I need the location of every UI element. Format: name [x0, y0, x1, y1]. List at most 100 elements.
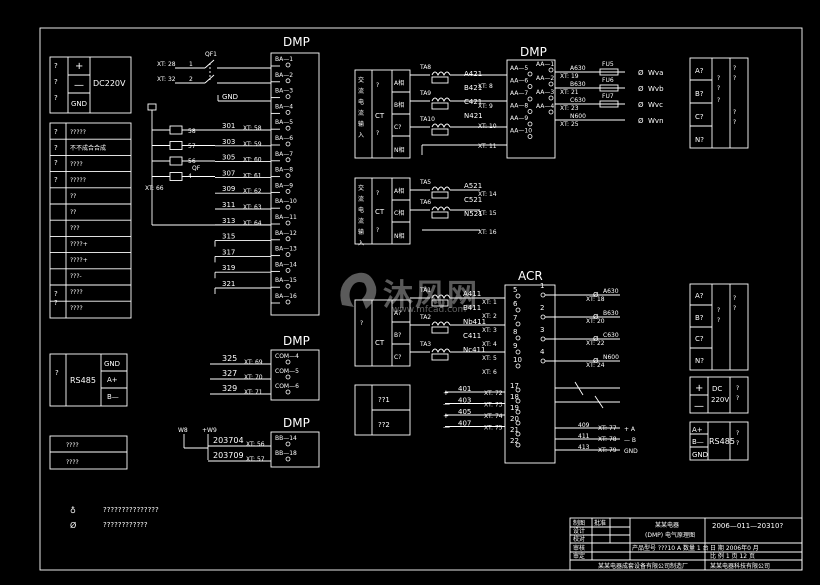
terminal-dot	[527, 71, 533, 77]
svg-text:????: ????	[70, 305, 83, 312]
vertical-label-char: 流	[358, 195, 364, 203]
relay-contact	[169, 141, 183, 150]
fuse-label: FU7	[602, 93, 614, 100]
vertical-label-char: 电	[358, 206, 364, 214]
ct-core	[431, 102, 449, 110]
terminal-symbol: Ø	[638, 117, 644, 125]
xt-label: XT: 25	[560, 121, 579, 128]
acr-pin: 3	[540, 326, 544, 334]
svg-text:RS485: RS485	[70, 376, 96, 385]
fuse	[599, 100, 619, 108]
svg-text:?: ?	[54, 159, 58, 167]
svg-text:DMP: DMP	[283, 35, 310, 49]
vertical-label-char: 输	[358, 228, 364, 236]
svg-text:DC: DC	[712, 385, 722, 393]
terminal-dot	[285, 157, 291, 163]
terminal-dot	[515, 293, 521, 299]
svg-text:GND: GND	[71, 100, 87, 108]
svg-text:2: 2	[189, 76, 193, 83]
wire-number: 203704	[213, 436, 244, 445]
svg-text:57: 57	[188, 143, 196, 150]
ct-label: C421	[464, 98, 482, 106]
wire-number: N600	[603, 354, 619, 361]
svg-text:校对: 校对	[573, 535, 585, 543]
svg-text:??: ??	[70, 209, 76, 216]
terminal-dot	[515, 442, 521, 448]
svg-text:?: ?	[717, 97, 720, 104]
terminal-symbol: Ø	[593, 357, 599, 365]
terminal-dot	[515, 398, 521, 404]
svg-text:????+: ????+	[70, 241, 88, 248]
ct-label: B421	[464, 84, 482, 92]
xt-label: XT: 1	[482, 299, 497, 306]
svg-text:A+: A+	[692, 426, 703, 434]
terminal-label: BA—13	[275, 246, 297, 253]
svg-text:?: ?	[733, 109, 736, 116]
ct-coil	[431, 123, 451, 129]
svg-text:?: ?	[736, 440, 739, 447]
svg-text:?: ?	[54, 144, 58, 152]
polarity-sign: —	[443, 401, 450, 409]
ta-label: TA8	[419, 64, 431, 71]
svg-text:N?: N?	[695, 357, 704, 365]
wire-number: N600	[570, 113, 586, 120]
svg-text:C?: C?	[695, 113, 704, 121]
terminal-label: BB—18	[275, 450, 297, 457]
ct-coil	[431, 186, 451, 192]
xt-label: XT: 22	[586, 340, 605, 347]
xt-label: XT: 19	[560, 73, 579, 80]
ct-core	[431, 76, 449, 84]
terminal-label: AA—10	[510, 128, 532, 135]
output-label: Wvn	[648, 117, 664, 125]
ct-coil	[431, 71, 451, 77]
acr-pin: 9	[513, 342, 517, 350]
svg-text:?????: ?????	[70, 129, 86, 136]
svg-text:DMP: DMP	[283, 334, 310, 348]
svg-text:?: ?	[736, 385, 739, 392]
xt-label: XT: 2	[482, 313, 497, 320]
terminal-dot	[548, 109, 554, 115]
svg-text:C?: C?	[394, 354, 401, 361]
fuse	[599, 84, 619, 92]
terminal-dot	[285, 188, 291, 194]
terminal-dot	[515, 307, 521, 313]
terminal-symbol: Ø	[593, 291, 599, 299]
terminal-label: BA—1	[275, 56, 293, 63]
legend: ♁ Ø ??????????????? ????????????	[70, 506, 159, 530]
acr-pin: 5	[513, 286, 517, 294]
wire-number: A630	[603, 288, 619, 295]
terminal-dot	[285, 299, 291, 305]
svg-text:B—: B—	[692, 438, 704, 446]
acr-pin: 22	[510, 437, 519, 445]
svg-text:—: —	[74, 80, 84, 91]
terminal-dot	[515, 431, 521, 437]
terminal-dot	[285, 141, 291, 147]
xt-label: XT: 71	[244, 389, 263, 396]
svg-text:?: ?	[733, 75, 736, 82]
svg-text:A?: A?	[695, 292, 704, 300]
acr-pin: 2	[540, 304, 544, 312]
svg-text:+: +	[695, 383, 703, 394]
acr-pin: 8	[513, 328, 517, 336]
wire-number: 401	[458, 385, 471, 393]
ta-label: TA9	[419, 90, 431, 97]
comm-label: GND	[624, 448, 638, 455]
dmp-top-block: DMP AA—5AA—6AA—7AA—8AA—9AA—10AA—1AA—2AA—…	[410, 45, 664, 159]
wire-number: 329	[222, 384, 237, 393]
svg-text:??1: ??1	[378, 396, 390, 404]
wire-number: 409	[578, 422, 590, 429]
svg-text:CT: CT	[375, 208, 385, 216]
ct-coil	[431, 206, 451, 212]
wire-number: 405	[458, 408, 471, 416]
svg-text:XT: 66: XT: 66	[145, 185, 164, 192]
svg-text:?: ?	[55, 369, 59, 377]
ct-coil	[431, 294, 451, 300]
terminal-dot	[527, 121, 533, 127]
terminal-dot	[285, 374, 291, 380]
svg-text:?: ?	[54, 299, 58, 307]
ct-label: C411	[463, 332, 481, 340]
xt-label: XT: 70	[244, 374, 263, 381]
ct-core	[431, 191, 449, 199]
